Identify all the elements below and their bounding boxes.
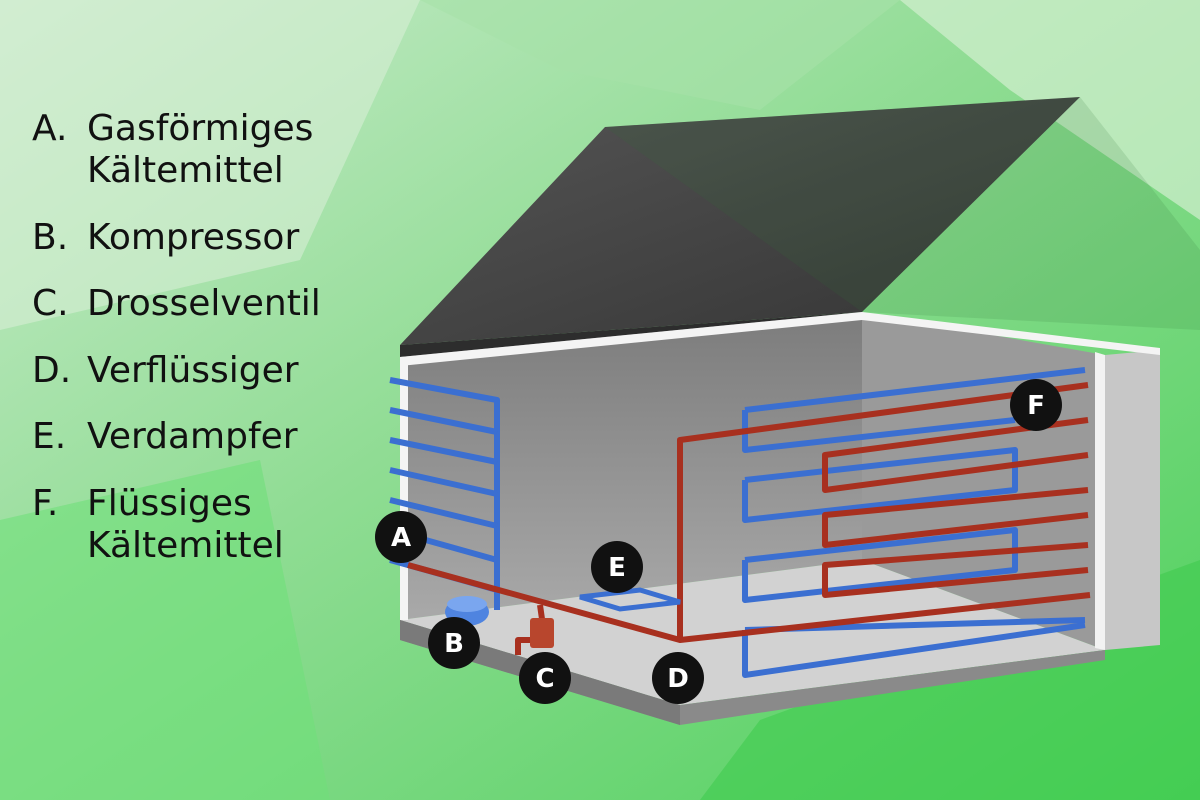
badge-c-label: C — [535, 664, 554, 694]
hot-pipe-network — [407, 382, 1091, 655]
right-front-rim — [1095, 352, 1105, 650]
badge-e: E — [591, 541, 643, 593]
background-facet — [0, 0, 420, 330]
badge-e-label: E — [608, 553, 626, 583]
legend-description: Flüssiges Kältemittel — [87, 482, 284, 567]
legend-letter: E. — [32, 416, 67, 458]
legend-letter: F. — [32, 482, 59, 524]
legend-description: Verdampfer — [87, 416, 298, 458]
badge-f-label: F — [1027, 391, 1045, 421]
top-rim — [400, 312, 862, 366]
legend-item-f: F. Flüssiges Kältemittel — [32, 483, 412, 568]
legend-item-e: E. Verdampfer — [32, 416, 412, 458]
badge-a: A — [375, 511, 427, 563]
freezer-lid — [400, 97, 1080, 345]
legend-letter: B. — [32, 216, 69, 258]
badge-d: D — [652, 652, 704, 704]
legend-description: Gasförmiges Kältemittel — [87, 108, 314, 192]
right-cold-coil — [742, 367, 1086, 678]
legend-description: Verflüssiger — [87, 349, 299, 391]
legend-letter: D. — [32, 349, 72, 391]
badge-a-label: A — [391, 523, 411, 553]
back-wall — [400, 312, 862, 620]
badge-b: B — [428, 617, 480, 669]
background-facet — [420, 0, 900, 110]
legend-item-a: A. Gasförmiges Kältemittel — [32, 108, 412, 193]
compressor-top — [447, 596, 487, 612]
background-facet — [0, 460, 330, 800]
legend-description: Drosselventil — [87, 283, 321, 325]
throttle-valve — [530, 618, 554, 648]
legend-description: Kompressor — [87, 216, 300, 258]
legend-letter: C. — [32, 283, 69, 325]
badge-f: F — [1010, 379, 1062, 431]
legend-letter: A. — [32, 108, 68, 149]
badge-c: C — [519, 652, 571, 704]
top-rim-right — [862, 312, 1160, 355]
legend-item-d: D. Verflüssiger — [32, 350, 412, 392]
legend-item-c: C. Drosselventil — [32, 283, 412, 325]
right-front-wall — [1105, 350, 1160, 650]
legend-item-b: B. Kompressor — [32, 217, 412, 259]
badge-d-label: D — [667, 664, 689, 694]
badge-b-label: B — [444, 629, 464, 659]
legend: A. Gasförmiges Kältemittel B. Kompressor… — [32, 108, 412, 592]
freezer-lid-shadow — [605, 97, 1200, 330]
